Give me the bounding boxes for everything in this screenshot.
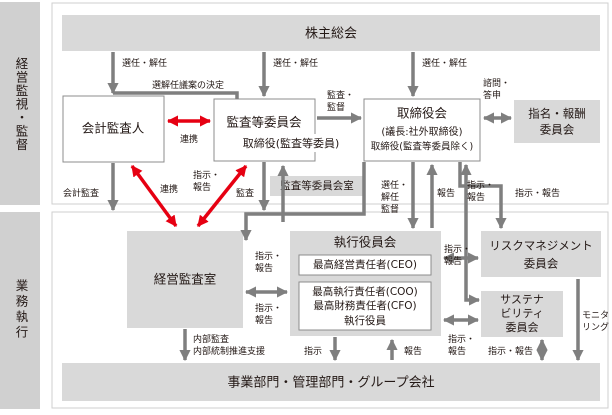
sustainability-label-1: サステナ (500, 293, 544, 306)
label-consult-1: 諮問・ (483, 77, 510, 89)
label-accounting-audit: 会計監査 (63, 187, 99, 199)
label-internal-support-1: 内部監査 (193, 333, 229, 345)
label-instruct-report-5b: 報告 (255, 314, 273, 326)
board-sub2-label: 取締役(監査等委員除く) (371, 141, 473, 153)
audit-committee-sub-label: 取締役(監査等委員) (243, 136, 340, 150)
label-consult-2: 答申 (483, 89, 501, 101)
sidebar-oversight-label: 経営監視・監督 (14, 57, 29, 152)
label-instruct-report-3a: 指示・ (467, 179, 494, 191)
label-instruct-report-2: 指示・報告 (515, 187, 560, 199)
label-instruct-report-6b: 報告 (444, 255, 462, 267)
business-units-label: 事業部門・管理部門・グループ会社 (227, 375, 434, 391)
label-instruct-report-6a: 指示・ (444, 243, 471, 255)
label-instruct-report-7b: 報告 (448, 345, 466, 357)
arrow-board-risk (458, 162, 507, 230)
label-instruct-report-4a: 指示・ (255, 250, 282, 262)
auditor-box (62, 95, 165, 163)
label-proposal: 選解任議案の決定 (152, 79, 224, 91)
sustainability-label-2: ビリティ (500, 307, 543, 320)
arrow-red-auditor-internal-audit (130, 164, 178, 228)
label-instruct-report-7a: 指示・ (448, 333, 475, 345)
arrow-red-audit-committee-internal-audit (196, 164, 248, 228)
audit-committee-office-box (270, 176, 364, 196)
label-elect-2: 選任・解任 (273, 57, 318, 69)
label-report-2: 報告 (404, 345, 422, 357)
label-monitoring-1: モニタ (582, 310, 609, 321)
label-instruct-report-3b: 報告 (467, 191, 485, 203)
board-box (363, 98, 481, 162)
label-liaison-1: 連携 (180, 133, 198, 145)
risk-committee-label-2: 委員会 (524, 257, 559, 271)
ceo-label: 最高経営責任者(CEO) (313, 258, 417, 271)
label-internal-support-2: 内部統制推進支援 (193, 345, 265, 357)
label-elect-supervise-2: 解任 (381, 191, 399, 203)
internal-audit-label: 経営監査室 (154, 272, 217, 287)
shareholders-box (62, 15, 600, 51)
ceo-box (298, 254, 432, 276)
sustainability-label-3: 委員会 (506, 321, 539, 334)
label-elect-supervise-3: 監督 (381, 203, 399, 215)
label-instruct-report-8: 指示・報告 (488, 345, 533, 357)
risk-committee-label-1: リスクマネジメント (489, 239, 593, 253)
sidebar-execution (0, 212, 40, 409)
label-report-1: 報告 (437, 187, 455, 199)
officers-label-3: 執行役員 (344, 314, 386, 327)
nomination-committee-label-1: 指名・報酬 (528, 107, 586, 121)
arrow-board-internal-audit (240, 162, 366, 242)
sustainability-committee-box (481, 291, 563, 337)
audit-committee-office-label: 監査等委員会室 (280, 179, 354, 192)
business-units-box (62, 363, 600, 401)
label-audit: 監査 (236, 187, 254, 199)
auditor-label: 会計監査人 (82, 121, 145, 136)
audit-committee-sub-bg (222, 134, 360, 152)
arrow-proposal (113, 91, 239, 99)
label-instruct-report-4b: 報告 (255, 262, 273, 274)
arrow-board-sustainability (460, 163, 481, 306)
sidebar-execution-label: 業務執行 (14, 278, 29, 341)
label-instruct-report-1a: 指示・ (193, 169, 220, 181)
internal-audit-box (127, 231, 243, 328)
officers-label-2: 最高財務責任者(CFO) (313, 299, 416, 312)
label-elect-supervise-1: 選任・ (381, 179, 408, 191)
label-audit-supervise-1: 監査・ (327, 89, 354, 101)
label-elect-1: 選任・解任 (122, 57, 167, 69)
sidebar-oversight (0, 2, 40, 205)
board-label: 取締役会 (397, 106, 448, 121)
board-sub1-label: (議長:社外取締役) (381, 125, 462, 138)
officers-box (298, 281, 432, 331)
label-audit-supervise-2: 監督 (327, 101, 345, 113)
nomination-committee-box (514, 100, 600, 143)
label-monitoring-2: リング (582, 321, 609, 333)
risk-committee-box (481, 231, 601, 277)
shareholders-label: 株主総会 (305, 27, 357, 42)
label-instruct-report-5a: 指示・ (255, 302, 282, 314)
officers-label-1: 最高執行責任者(COO) (312, 285, 418, 298)
exec-committee-label: 執行役員会 (334, 235, 397, 250)
nomination-committee-label-2: 委員会 (540, 123, 575, 137)
label-instruct: 指示 (304, 345, 322, 357)
label-liaison-2: 連携 (160, 183, 178, 195)
label-elect-3: 選任・解任 (422, 57, 467, 69)
label-instruct-report-1b: 報告 (193, 181, 211, 193)
audit-committee-label: 監査等委員会 (226, 115, 302, 130)
